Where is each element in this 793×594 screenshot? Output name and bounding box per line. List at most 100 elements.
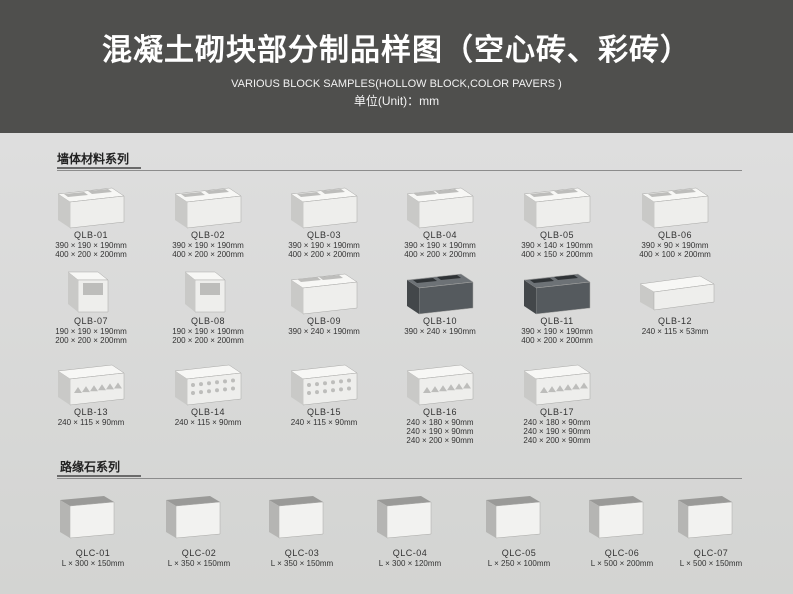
section-divider	[57, 170, 742, 171]
hollow-block-slim-icon	[641, 187, 709, 229]
curb-stone-icon	[486, 496, 541, 539]
product-dimension: 390 × 140 × 190mm	[521, 241, 593, 250]
page-title: 混凝土砌块部分制品样图（空心砖、彩砖）	[102, 33, 691, 68]
curb-stone-icon	[678, 496, 733, 539]
product-dimension: 390 × 190 × 190mm	[404, 241, 476, 250]
product-dimension: 390 × 240 × 190mm	[404, 327, 476, 336]
curb-stone-icon	[166, 496, 221, 539]
product-code: QLB-01	[73, 230, 109, 240]
section-title-wall-materials: 墙体材料系列	[57, 152, 130, 166]
product-dimension: 200 × 200 × 200mm	[55, 336, 127, 345]
product-dimension: 400 × 200 × 200mm	[172, 250, 244, 259]
solid-brick-icon	[639, 275, 715, 311]
product-dimension: 400 × 200 × 200mm	[55, 250, 127, 259]
hollow-block-2-cell-icon	[290, 187, 358, 229]
product-code: QLB-03	[306, 230, 342, 240]
product-dimension: 390 × 190 × 190mm	[288, 241, 360, 250]
product-dimension: L × 300 × 150mm	[61, 559, 125, 568]
dark-hollow-block-icon	[523, 273, 591, 315]
page-subtitle: VARIOUS BLOCK SAMPLES(HOLLOW BLOCK,COLOR…	[231, 78, 562, 90]
product-code: QLB-14	[190, 407, 226, 417]
product-dimension: L × 250 × 100mm	[487, 559, 551, 568]
unit-label: 单位(Unit)：mm	[353, 94, 440, 108]
half-block-icon	[67, 271, 109, 313]
product-code: QLB-06	[657, 230, 693, 240]
product-code: QLB-17	[539, 407, 575, 417]
product-dimension: 190 × 190 × 190mm	[172, 327, 244, 336]
product-dimension: 390 × 190 × 190mm	[55, 241, 127, 250]
product-dimension: 240 × 115 × 90mm	[174, 418, 242, 427]
product-dimension: 390 × 240 × 190mm	[288, 327, 360, 336]
half-block-icon	[184, 271, 226, 313]
product-dimension: 190 × 190 × 190mm	[55, 327, 127, 336]
product-code: QLB-15	[306, 407, 342, 417]
product-dimension: 240 × 115 × 53mm	[641, 327, 709, 336]
header-banner: 混凝土砌块部分制品样图（空心砖、彩砖） VARIOUS BLOCK SAMPLE…	[0, 0, 793, 133]
product-dimension: 390 × 190 × 190mm	[172, 241, 244, 250]
product-dimension: 390 × 190 × 190mm	[521, 327, 593, 336]
product-code: QLC-02	[181, 548, 217, 558]
product-code: QLB-16	[422, 407, 458, 417]
product-code: QLC-01	[75, 548, 111, 558]
product-code: QLB-05	[539, 230, 575, 240]
product-dimension: 400 × 100 × 200mm	[639, 250, 711, 259]
curb-stone-icon	[269, 496, 324, 539]
curb-stone-icon	[60, 496, 115, 539]
triangle-hole-brick-icon	[57, 364, 125, 406]
product-code: QLC-03	[284, 548, 320, 558]
product-code: QLB-04	[422, 230, 458, 240]
product-code: QLB-13	[73, 407, 109, 417]
product-code: QLB-08	[190, 316, 226, 326]
product-dimension: 240 × 200 × 90mm	[523, 436, 591, 445]
curb-stone-icon	[377, 496, 432, 539]
product-code: QLB-10	[422, 316, 458, 326]
triangle-hole-block-icon	[523, 364, 591, 406]
product-dimension: L × 350 × 150mm	[167, 559, 231, 568]
dark-hollow-block-icon	[406, 273, 474, 315]
product-dimension: 400 × 150 × 200mm	[521, 250, 593, 259]
product-code: QLC-07	[693, 548, 729, 558]
product-dimension: L × 500 × 200mm	[590, 559, 654, 568]
section-title-curb-stones: 路缘石系列	[60, 460, 121, 474]
section-underline	[57, 475, 141, 477]
section-divider	[57, 478, 742, 479]
product-dimension: 240 × 190 × 90mm	[406, 427, 474, 436]
product-dimension: L × 350 × 150mm	[270, 559, 334, 568]
product-dimension: L × 300 × 120mm	[378, 559, 442, 568]
product-dimension: 400 × 200 × 200mm	[521, 336, 593, 345]
product-dimension: L × 500 × 150mm	[679, 559, 743, 568]
product-code: QLC-05	[501, 548, 537, 558]
product-dimension: 200 × 200 × 200mm	[172, 336, 244, 345]
hollow-block-2-cell-icon	[174, 187, 242, 229]
product-dimension: 240 × 200 × 90mm	[406, 436, 474, 445]
product-dimension: 240 × 180 × 90mm	[523, 418, 591, 427]
product-dimension: 240 × 115 × 90mm	[290, 418, 358, 427]
triangle-hole-block-icon	[406, 364, 474, 406]
round-hole-brick-icon	[290, 364, 358, 406]
product-dimension: 240 × 180 × 90mm	[406, 418, 474, 427]
product-code: QLB-07	[73, 316, 109, 326]
product-code: QLB-12	[657, 316, 693, 326]
